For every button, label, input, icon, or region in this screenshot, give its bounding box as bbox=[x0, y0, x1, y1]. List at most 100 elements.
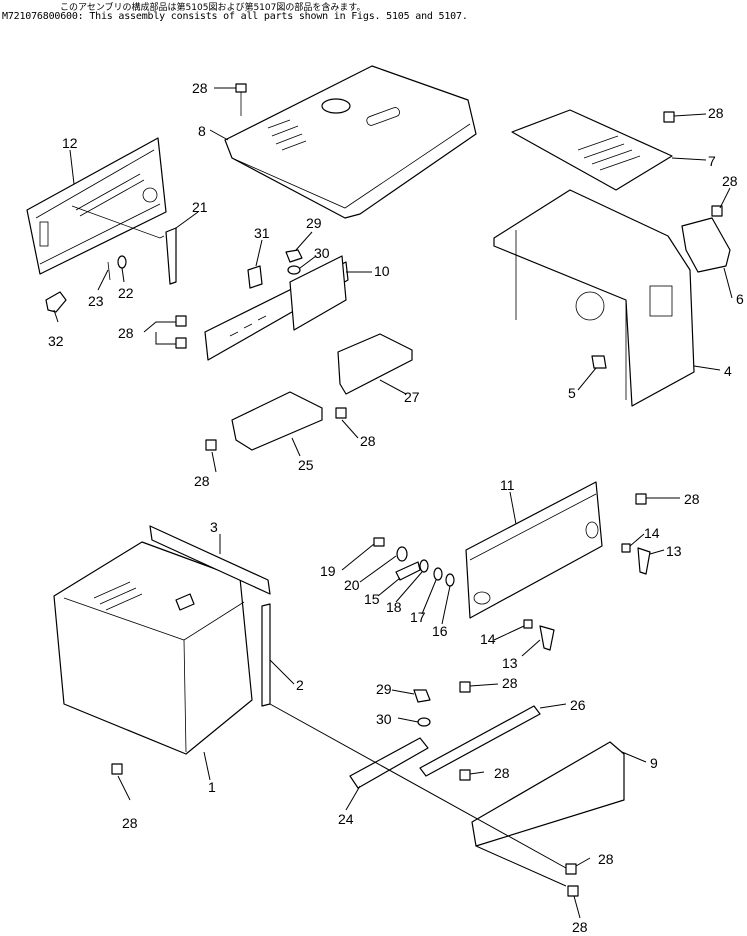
callout-28-mid: 28 bbox=[360, 433, 376, 449]
nut-part-29-upper bbox=[285, 249, 303, 263]
callout-28-right-top: 28 bbox=[708, 105, 724, 121]
callout-3: 3 bbox=[210, 519, 218, 535]
callout-13-upper: 13 bbox=[666, 543, 682, 559]
assembly-note-text: : This assembly consists of all parts sh… bbox=[77, 11, 468, 22]
callout-18: 18 bbox=[386, 599, 402, 615]
callout-4: 4 bbox=[724, 363, 732, 379]
callout-28-bottom-1: 28 bbox=[598, 851, 614, 867]
washer-part-30-lower bbox=[417, 717, 431, 727]
callout-13-lower: 13 bbox=[502, 655, 518, 671]
callout-28-top: 28 bbox=[192, 80, 208, 96]
callout-5: 5 bbox=[568, 385, 576, 401]
callout-32: 32 bbox=[48, 333, 64, 349]
callout-30-upper: 30 bbox=[314, 245, 330, 261]
washer-part-30-upper bbox=[287, 265, 301, 275]
support-part-25 bbox=[231, 391, 323, 451]
bracket-part-24 bbox=[349, 737, 429, 789]
screw-part-14-lower bbox=[523, 619, 533, 629]
bolt-part-28-lower-1 bbox=[459, 681, 471, 693]
callout-28-left: 28 bbox=[118, 325, 134, 341]
bracket-part-10 bbox=[204, 255, 349, 361]
callout-28-side: 28 bbox=[684, 491, 700, 507]
callout-8: 8 bbox=[198, 123, 206, 139]
callout-23: 23 bbox=[88, 293, 104, 309]
callout-28-lower-left: 28 bbox=[194, 473, 210, 489]
callout-29-upper: 29 bbox=[306, 215, 322, 231]
assembly-note-english: M721076800600: This assembly consists of… bbox=[2, 11, 468, 22]
callout-1: 1 bbox=[208, 779, 216, 795]
knob-part-13-lower bbox=[539, 625, 555, 651]
callout-17: 17 bbox=[410, 609, 426, 625]
callout-28-hood: 28 bbox=[122, 815, 138, 831]
seal-part-3 bbox=[149, 525, 271, 595]
callout-labels: 28 8 12 21 31 29 30 10 23 22 32 28 27 28… bbox=[48, 80, 744, 935]
washer-part-16 bbox=[445, 573, 455, 587]
callout-2: 2 bbox=[296, 677, 304, 693]
callout-28-bottom-2: 28 bbox=[572, 919, 588, 935]
cap-part-6 bbox=[681, 217, 731, 273]
nut-part-5 bbox=[591, 355, 607, 369]
leader-lines bbox=[53, 87, 733, 919]
callout-30-lower: 30 bbox=[376, 711, 392, 727]
assembly-note-japanese: このアセンブリの構成部品は第5105図および第5107図の部品を含みます。 bbox=[60, 3, 366, 13]
rod-part-21 bbox=[71, 205, 177, 285]
callout-21: 21 bbox=[192, 199, 208, 215]
callout-15: 15 bbox=[364, 591, 380, 607]
diagram-header: このアセンブリの構成部品は第5105図および第5107図の部品を含みます。 M7… bbox=[0, 0, 747, 28]
washer-part-18 bbox=[419, 559, 429, 573]
callout-26: 26 bbox=[570, 697, 586, 713]
callout-27: 27 bbox=[404, 389, 420, 405]
bolt-part-28-side bbox=[635, 493, 647, 505]
plate-part-15 bbox=[395, 561, 421, 581]
callout-28-lower-2: 28 bbox=[494, 765, 510, 781]
callout-6: 6 bbox=[736, 291, 744, 307]
callout-20: 20 bbox=[344, 577, 360, 593]
callout-12: 12 bbox=[62, 135, 78, 151]
callout-14-upper: 14 bbox=[644, 525, 660, 541]
bolt-part-28-left-1 bbox=[175, 315, 187, 327]
side-panel-part-11 bbox=[465, 481, 603, 619]
callout-10: 10 bbox=[374, 263, 390, 279]
clip-part-31 bbox=[247, 265, 263, 289]
bolt-part-28-right-cap bbox=[711, 205, 723, 217]
top-cover-part-8 bbox=[224, 65, 477, 219]
bolt-part-28-lower-left bbox=[205, 439, 217, 451]
part-code: M721076800600 bbox=[2, 11, 78, 22]
callout-9: 9 bbox=[650, 755, 658, 771]
bolt-part-28-right-top bbox=[663, 111, 675, 123]
callout-28-right-cap: 28 bbox=[722, 173, 738, 189]
screw-part-14-upper bbox=[621, 543, 631, 553]
frame-part-4 bbox=[493, 189, 695, 407]
bolt-part-28-mid bbox=[335, 407, 347, 419]
washer-part-17 bbox=[433, 567, 443, 581]
hood-part-1 bbox=[53, 541, 253, 755]
bolt-part-28-top bbox=[235, 83, 247, 116]
callout-28-lower-1: 28 bbox=[502, 675, 518, 691]
callout-25: 25 bbox=[298, 457, 314, 473]
callout-14-lower: 14 bbox=[480, 631, 496, 647]
rear-panel-part-12 bbox=[26, 137, 167, 275]
seal-part-2 bbox=[261, 603, 271, 707]
bolt-part-19 bbox=[373, 537, 385, 547]
support-part-27 bbox=[337, 333, 413, 395]
bolt-part-28-left-2 bbox=[175, 337, 187, 349]
panel-part-9 bbox=[471, 741, 625, 847]
bolt-part-28-hood bbox=[111, 763, 123, 775]
washer-part-20 bbox=[396, 546, 408, 562]
grille-part-7 bbox=[511, 109, 673, 191]
callout-29-lower: 29 bbox=[376, 681, 392, 697]
callout-22: 22 bbox=[118, 285, 134, 301]
washer-part-22 bbox=[117, 255, 127, 269]
callout-7: 7 bbox=[708, 153, 716, 169]
bolt-part-28-lower-2 bbox=[459, 769, 471, 781]
callout-16: 16 bbox=[432, 623, 448, 639]
callout-19: 19 bbox=[320, 563, 336, 579]
bolt-part-28-bottom-1 bbox=[565, 863, 577, 875]
pin-part-23 bbox=[107, 261, 111, 281]
callout-31: 31 bbox=[254, 225, 270, 241]
nut-part-29-lower bbox=[413, 689, 431, 703]
callout-11: 11 bbox=[500, 477, 515, 493]
callout-24: 24 bbox=[338, 811, 354, 827]
bolt-part-28-bottom-2 bbox=[567, 885, 579, 897]
